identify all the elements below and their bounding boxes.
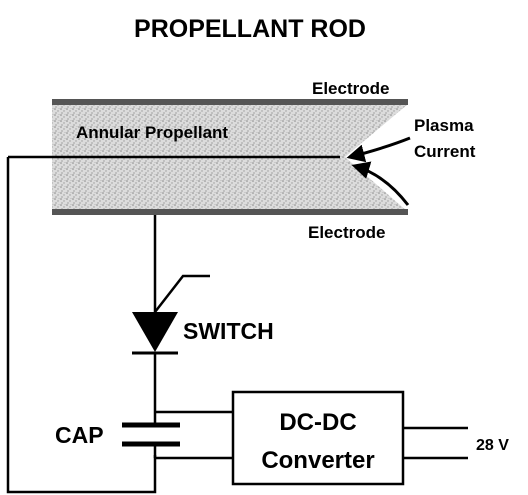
dc-dc-converter-box	[231, 390, 405, 486]
plasma-label: Plasma	[414, 116, 474, 135]
diagram-title: PROPELLANT ROD	[134, 15, 366, 43]
plasma-current-arrow-upper	[346, 136, 411, 163]
converter-label-line2: Converter	[261, 447, 374, 474]
switch-gate-lead	[154, 274, 210, 313]
converter-label-line1: DC-DC	[279, 409, 356, 436]
current-label: Current	[414, 142, 476, 161]
electrode-bottom-label: Electrode	[308, 223, 385, 242]
electrode-top-label: Electrode	[312, 79, 389, 98]
plasma-current-arrow-lower	[351, 161, 410, 206]
voltage-label: 28 V	[476, 437, 509, 454]
switch-label: SWITCH	[183, 318, 274, 344]
cap-label: CAP	[55, 422, 104, 448]
top-electrode-plate	[52, 99, 408, 105]
switch-diode-symbol	[132, 312, 178, 352]
bottom-electrode-plate	[52, 209, 408, 215]
return-wire-left	[6, 157, 157, 494]
annular-propellant-label: Annular Propellant	[76, 123, 228, 142]
